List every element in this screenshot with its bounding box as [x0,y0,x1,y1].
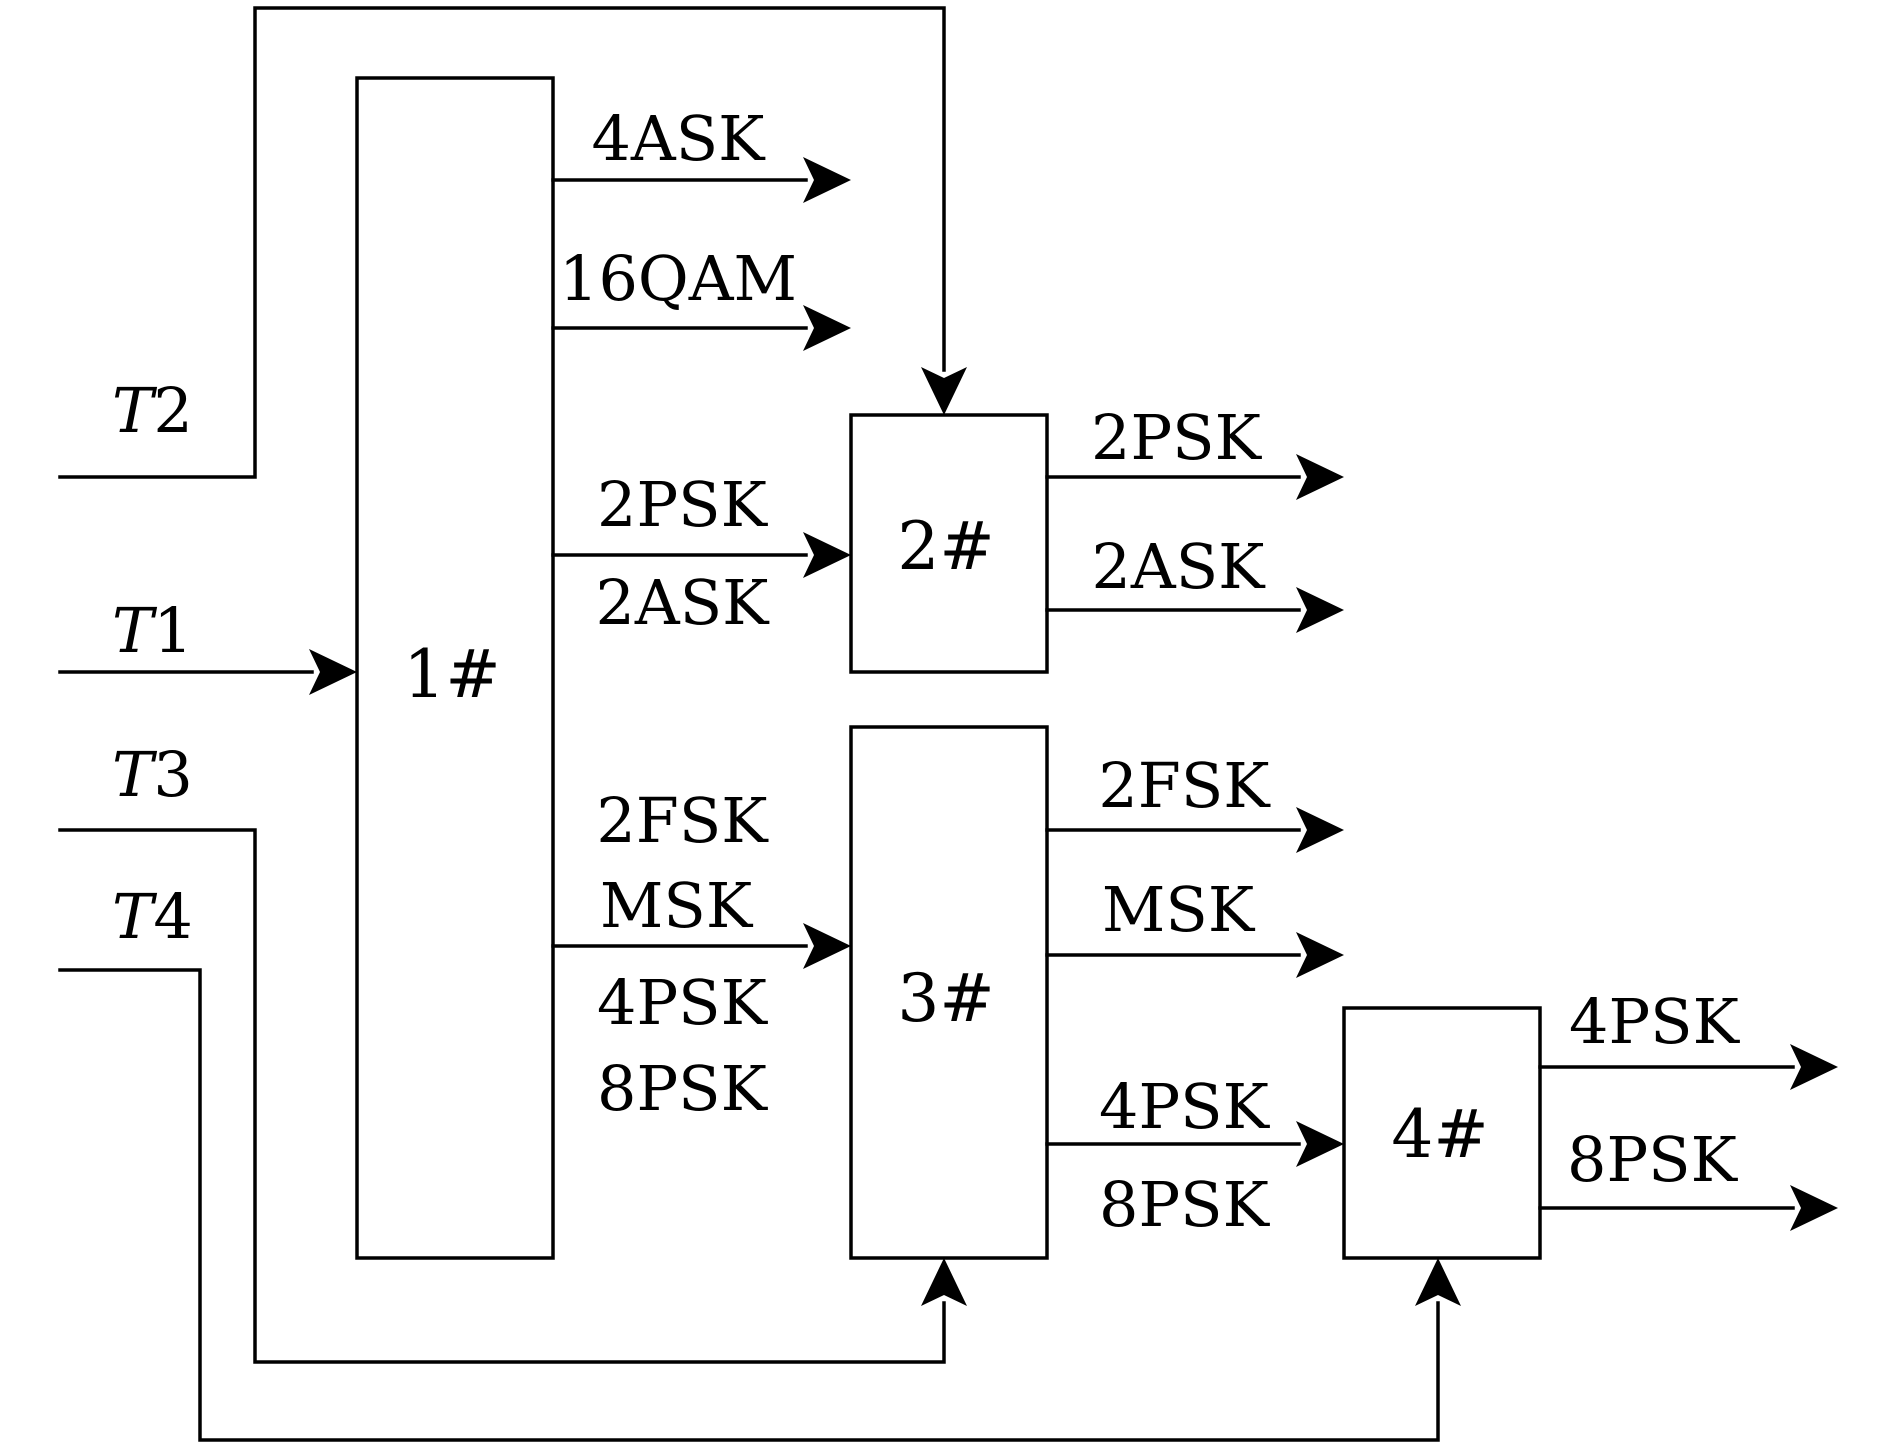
b2-out-2psk-arrowhead [1296,454,1344,500]
t3-label: T3 [112,738,193,811]
b1-out-4ask-label: 4ASK [591,102,766,175]
b3-to-b4-label-top: 4PSK [1099,1070,1271,1143]
b3-out-msk-label: MSK [1102,873,1256,946]
b1-to-b2-label-top: 2PSK [597,468,769,541]
b2-out-2psk-label: 2PSK [1091,401,1263,474]
b2-out-2ask-label: 2ASK [1091,530,1266,603]
block-3-label: 3# [897,960,994,1037]
t1-arrowhead [309,649,357,695]
b4-out-4psk-arrowhead [1790,1044,1838,1090]
b4-out-8psk-arrowhead [1790,1185,1838,1231]
t2-arrowhead [921,367,967,415]
b3-out-2fsk-label: 2FSK [1098,749,1271,822]
t2-label: T2 [112,374,193,447]
b4-out-4psk-label: 4PSK [1569,985,1741,1058]
b2-out-2ask-arrowhead [1296,587,1344,633]
block-3 [849,725,1049,1260]
b1-to-b2-label-bottom: 2ASK [595,566,770,639]
b3-out-2fsk-arrowhead [1296,807,1344,853]
block-4 [1342,1006,1542,1260]
t4-label: T4 [112,880,193,953]
b1-to-b3-label-2: MSK [600,869,754,942]
b1-to-b3-label-4: 8PSK [597,1052,769,1125]
block-2 [849,413,1049,674]
block-2-label: 2# [897,508,994,585]
b3-to-b4-label-bottom: 8PSK [1099,1168,1271,1241]
b1-to-b2-arrowhead [803,532,851,578]
t3-line [58,828,946,1364]
b1-to-b3-arrowhead [803,923,851,969]
t1-label: T1 [112,594,193,667]
t2-line [58,6,946,479]
b1-out-16qam-arrowhead [803,305,851,351]
b1-out-4ask-arrowhead [803,157,851,203]
b1-to-b3-label-1: 2FSK [596,784,769,857]
t4-arrowhead [1415,1258,1461,1306]
block-1 [355,76,555,1260]
block-4-label: 4# [1391,1096,1488,1173]
b3-out-msk-arrowhead [1296,932,1344,978]
b3-to-b4-arrowhead [1296,1121,1344,1167]
block-1-label: 1# [403,636,500,713]
b4-out-8psk-label: 8PSK [1567,1123,1739,1196]
t3-arrowhead [921,1258,967,1306]
t4-line [58,968,1440,1442]
b1-out-16qam-label: 16QAM [559,242,797,315]
b1-to-b3-label-3: 4PSK [597,966,769,1039]
